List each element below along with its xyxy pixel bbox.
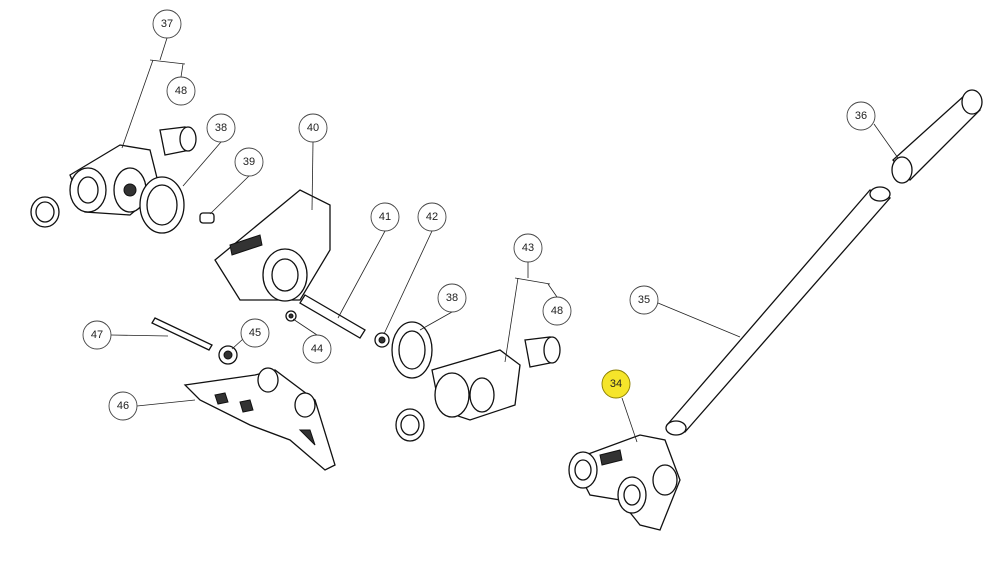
part-48-bushing-a	[30, 126, 197, 228]
callout-46: 46	[108, 391, 138, 421]
part-41-rod	[299, 294, 366, 339]
callout-41: 41	[370, 202, 400, 232]
callout-label: 42	[426, 211, 438, 223]
callout-label: 48	[175, 85, 187, 97]
callout-label: 36	[855, 110, 867, 122]
callout-circle	[370, 202, 400, 232]
callout-label: 34	[610, 378, 622, 390]
part-36-grip	[891, 89, 983, 184]
callout-label: 45	[249, 327, 261, 339]
callout-37: 37	[152, 9, 182, 39]
callout-circle	[629, 285, 659, 315]
callout-circle	[82, 320, 112, 350]
leader-lines	[110, 37, 899, 443]
callout-label: 41	[379, 211, 391, 223]
callout-circle	[513, 233, 543, 263]
callout-label: 48	[551, 305, 563, 317]
callout-38: 38	[206, 113, 236, 143]
callout-circle	[302, 334, 332, 364]
part-44-washer	[285, 310, 297, 322]
callout-circle	[166, 76, 196, 106]
part-42-nut	[374, 332, 390, 348]
callout-label: 39	[243, 156, 255, 168]
callout-39: 39	[234, 147, 264, 177]
callout-label: 40	[307, 122, 319, 134]
callout-circle	[240, 318, 270, 348]
part-35-tube	[665, 186, 892, 436]
callout-45: 45	[240, 318, 270, 348]
callout-circle	[437, 283, 467, 313]
callout-label: 37	[161, 18, 173, 30]
callout-42: 42	[417, 202, 447, 232]
part-48-bushing-b	[395, 336, 561, 442]
part-38-ring-a	[139, 176, 185, 234]
callout-36: 36	[846, 101, 876, 131]
callout-circle	[152, 9, 182, 39]
callout-label: 38	[446, 292, 458, 304]
callout-label: 47	[91, 329, 103, 341]
part-43-housing	[431, 349, 521, 421]
callout-label: 43	[522, 242, 534, 254]
callout-43: 43	[513, 233, 543, 263]
part-46-base	[183, 367, 336, 471]
part-34-assembly	[568, 434, 681, 531]
callout-48: 48	[166, 76, 196, 106]
part-40-housing	[214, 189, 331, 302]
callout-circle	[234, 147, 264, 177]
callout-label: 35	[638, 294, 650, 306]
callout-circle	[108, 391, 138, 421]
callout-34: 34	[601, 369, 631, 399]
callouts: 37 48 38 39 40 41 42 43 48 38 47 45 44 46 36 35 34	[82, 9, 876, 421]
part-39-screw	[199, 212, 215, 224]
callout-48: 48	[542, 296, 572, 326]
callout-40: 40	[298, 113, 328, 143]
callout-47: 47	[82, 320, 112, 350]
callout-38: 38	[437, 283, 467, 313]
callout-circle	[846, 101, 876, 131]
callout-circle	[601, 369, 631, 399]
part-37-housing	[69, 144, 161, 216]
callout-circle	[417, 202, 447, 232]
callout-35: 35	[629, 285, 659, 315]
callout-label: 46	[117, 400, 129, 412]
callout-44: 44	[302, 334, 332, 364]
part-45-nut	[218, 345, 238, 365]
callout-circle	[298, 113, 328, 143]
part-38-ring-b	[391, 321, 433, 379]
callout-circle	[542, 296, 572, 326]
callout-circle	[206, 113, 236, 143]
callout-label: 44	[311, 343, 323, 355]
callout-label: 38	[215, 122, 227, 134]
part-47-pin	[151, 317, 213, 351]
